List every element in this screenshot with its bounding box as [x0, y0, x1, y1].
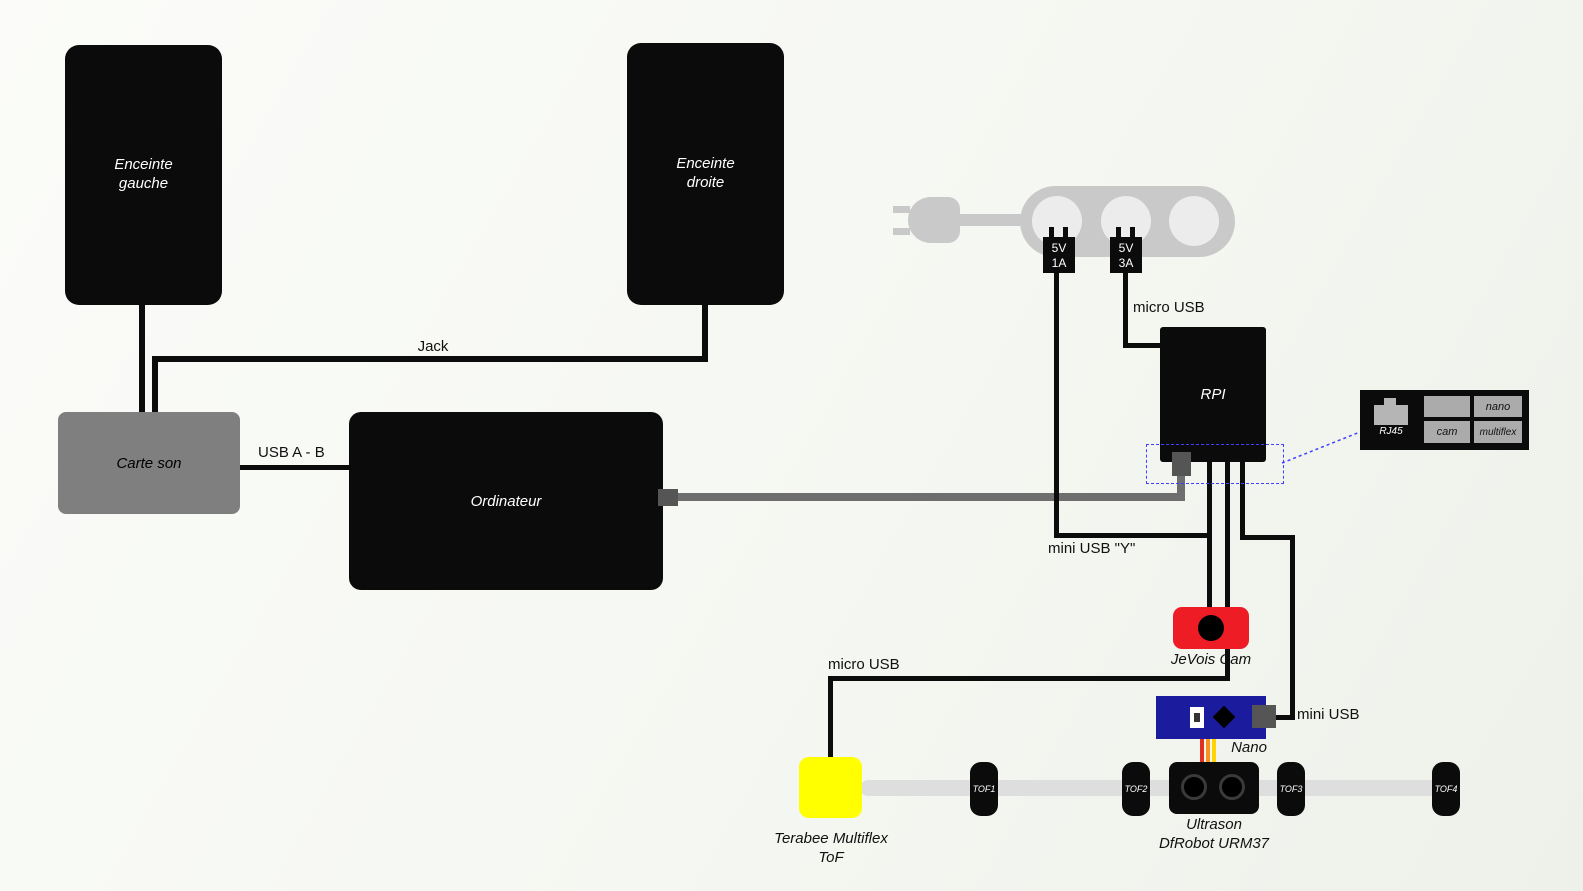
wire-5v3a-vertical: [1123, 272, 1128, 348]
power-adapter-5v3a: 5V 3A: [1110, 237, 1142, 273]
wire-terabee-vertical-down: [828, 676, 833, 757]
mini-usb-y-label: mini USB "Y": [1048, 540, 1136, 557]
speaker-left-label-line1: Enceinte: [114, 156, 173, 174]
wire-nano-horizontal-top: [1240, 535, 1295, 540]
tof-sensor-2-label: TOF2: [1124, 784, 1148, 794]
ports-inset: RJ45 nano cam multiflex: [1360, 390, 1529, 450]
nano-usb-port-inner-icon: [1194, 713, 1200, 722]
terabee-multiflex: [799, 757, 862, 818]
jack-wire-right-vertical: [702, 305, 708, 362]
terabee-label-line2: ToF: [818, 848, 844, 866]
rj45-icon: [1384, 398, 1396, 405]
wire-nano-vertical-down: [1290, 535, 1295, 720]
socket-3: [1169, 196, 1219, 246]
sound-card: Carte son: [58, 412, 240, 514]
jevois-camera: [1173, 607, 1249, 649]
speaker-right-label-line2: droite: [686, 174, 725, 191]
usb-cable-vertical: [1177, 466, 1185, 499]
ultrasonic-sensor: [1169, 762, 1259, 814]
terabee-label: Terabee Multiflex ToF: [771, 830, 891, 868]
micro-usb-terabee-label: micro USB: [828, 656, 900, 673]
adapter-1a-prong-left: [1049, 227, 1054, 238]
rpi-ports-highlight: [1146, 444, 1284, 484]
inset-port-multiflex: multiflex: [1474, 421, 1522, 443]
ribbon-wire-orange: [1206, 739, 1210, 763]
ribbon-wire-yellow: [1212, 739, 1216, 763]
wire-jevois-vertical: [1207, 460, 1212, 608]
computer: Ordinateur: [349, 412, 663, 590]
wire-nano-vertical-rpi: [1240, 460, 1245, 540]
ultrasonic-label-line2: DfRobot URM37: [1158, 834, 1270, 852]
plug-prong-bottom: [893, 228, 910, 235]
inset-port-multiflex-label: multiflex: [1479, 426, 1517, 438]
jack-cable-label: Jack: [417, 338, 449, 355]
power-adapter-5v1a: 5V 1A: [1043, 237, 1075, 273]
speaker-right: Enceinte droite: [627, 43, 784, 305]
inset-port-blank: [1424, 396, 1470, 417]
wire-terabee-vertical-rpi: [1225, 460, 1230, 681]
speaker-left-label-line2: gauche: [118, 175, 169, 192]
wire-nano-horizontal-bottom: [1274, 715, 1295, 720]
jevois-label: JeVois Cam: [1170, 651, 1252, 668]
computer-usb-connector: [658, 489, 678, 506]
plug-cord: [952, 214, 1027, 226]
usb-ab-wire: [240, 465, 350, 470]
nano-chip-icon: [1212, 705, 1236, 729]
rj45-label: RJ45: [1379, 426, 1403, 437]
adapter-3a-label-line1: 5V: [1118, 241, 1134, 255]
raspberry-pi-label: RPI: [1200, 386, 1226, 403]
jack-wire-horizontal: [152, 356, 708, 362]
wire-5v1a-vertical: [1054, 272, 1059, 538]
computer-label: Ordinateur: [470, 492, 542, 510]
ultrasonic-transducer-right-icon: [1219, 774, 1245, 800]
usb-cable-horizontal: [668, 493, 1185, 501]
tof-sensor-1-label: TOF1: [972, 784, 996, 794]
jack-wire-down-vertical: [152, 356, 158, 413]
tof-bus-cable: [860, 780, 1452, 796]
inset-port-cam-label: cam: [1436, 426, 1458, 438]
speaker-right-label-line1: Enceinte: [676, 155, 735, 173]
plug-prong-top: [893, 206, 910, 213]
tof-sensor-4-label: TOF4: [1434, 784, 1458, 794]
adapter-3a-label-line2: 3A: [1118, 256, 1134, 270]
speaker-left: Enceinte gauche: [65, 45, 222, 305]
ribbon-wire-red: [1200, 739, 1204, 763]
power-plug: [908, 197, 960, 243]
tof-sensor-4: TOF4: [1432, 762, 1460, 816]
inset-port-nano: nano: [1474, 396, 1522, 417]
tof-sensor-2: TOF2: [1122, 762, 1150, 816]
wire-terabee-horizontal: [828, 676, 1230, 681]
adapter-1a-prong-right: [1063, 227, 1068, 238]
usb-ab-cable-label: USB A - B: [258, 444, 325, 461]
adapter-3a-prong-right: [1130, 227, 1135, 238]
terabee-label-line1: Terabee Multiflex: [774, 830, 888, 847]
nano-mini-usb-connector: [1252, 705, 1276, 728]
wire-5v3a-horizontal: [1123, 343, 1161, 348]
jevois-lens-icon: [1198, 615, 1224, 641]
tof-sensor-3-label: TOF3: [1279, 784, 1303, 794]
inset-port-nano-label: nano: [1485, 400, 1511, 413]
jack-wire-left-vertical: [139, 305, 145, 413]
raspberry-pi: RPI: [1160, 327, 1266, 462]
adapter-1a-label-line1: 5V: [1051, 241, 1067, 255]
adapter-1a-label-line2: 1A: [1051, 256, 1067, 270]
arduino-nano: [1156, 696, 1266, 739]
adapter-3a-prong-left: [1116, 227, 1121, 238]
sound-card-label: Carte son: [116, 454, 182, 472]
inset-port-cam: cam: [1424, 421, 1470, 443]
tof-sensor-3: TOF3: [1277, 762, 1305, 816]
tof-sensor-1: TOF1: [970, 762, 998, 816]
mini-usb-nano-label: mini USB: [1297, 706, 1360, 723]
ultrasonic-label: Ultrason DfRobot URM37: [1148, 816, 1280, 854]
rpi-usb-connector: [1172, 452, 1191, 476]
ultrasonic-label-line1: Ultrason: [1186, 816, 1242, 833]
ultrasonic-transducer-left-icon: [1181, 774, 1207, 800]
nano-label: Nano: [1231, 739, 1267, 756]
micro-usb-rpi-label: micro USB: [1133, 299, 1205, 316]
wire-5v1a-horizontal: [1054, 533, 1212, 538]
rj45-jack-icon: [1374, 405, 1408, 425]
